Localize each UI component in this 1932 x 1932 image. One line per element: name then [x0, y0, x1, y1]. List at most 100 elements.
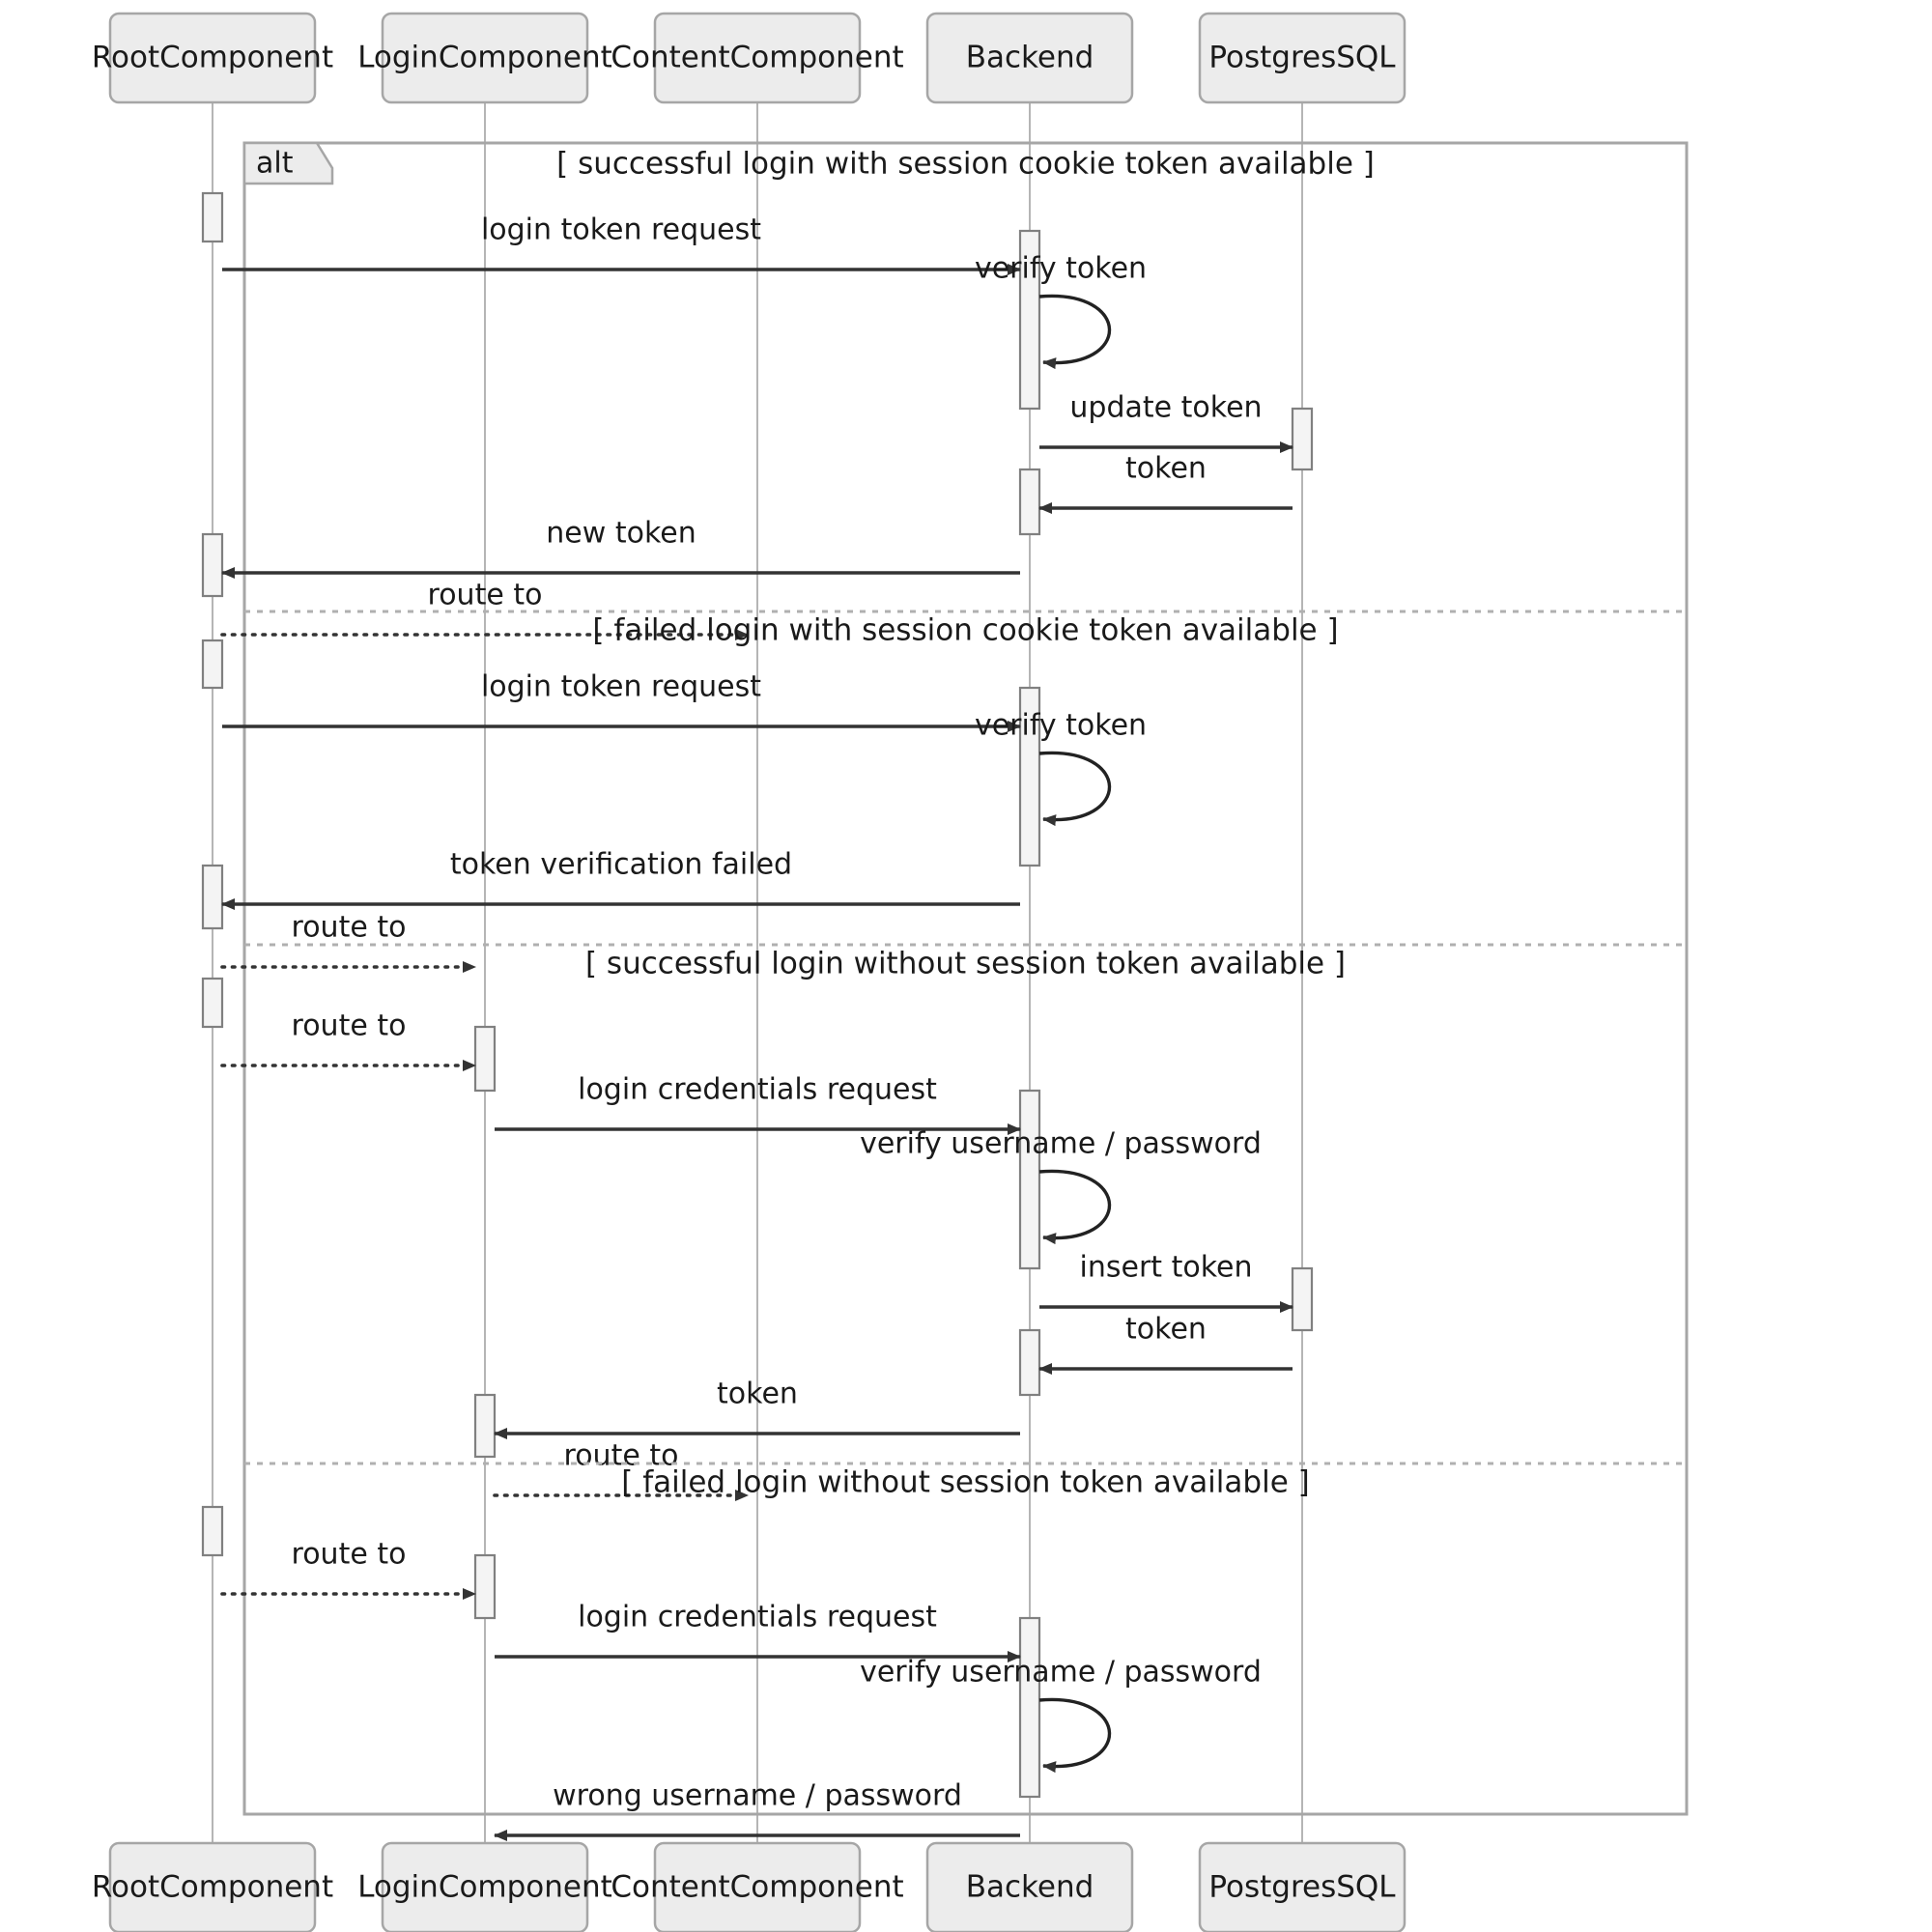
activation-bar-postgres [1291, 1266, 1314, 1332]
participant-name-label: ContentComponent [611, 41, 903, 75]
participant-name-label: LoginComponent [357, 1870, 612, 1905]
participant-box[interactable] [381, 1841, 589, 1932]
message-label: route to [564, 1439, 679, 1473]
message-m5: new token [221, 517, 1020, 579]
message-label: update token [1069, 391, 1262, 425]
participant-box[interactable] [381, 12, 589, 104]
participant-name-label: PostgresSQL [1208, 1870, 1396, 1905]
participant-name-label: RootComponent [92, 41, 333, 75]
message-label: insert token [1080, 1251, 1253, 1285]
participant-footers: RootComponent LoginComponentContentCompon… [92, 1841, 1406, 1932]
message-m20: verify username / password [860, 1656, 1262, 1774]
participant-box[interactable] [1198, 12, 1406, 104]
message-m13: verify username / password [860, 1127, 1262, 1245]
activation-bar-root [201, 977, 224, 1029]
message-label: route to [292, 911, 407, 945]
activation-bar-root [201, 532, 224, 598]
message-label: route to [292, 1009, 407, 1043]
message-m21: wrong username / password [494, 1779, 1020, 1841]
participant-header-root[interactable]: RootComponent [92, 12, 333, 104]
participant-box[interactable] [108, 1841, 317, 1932]
participant-footer-root[interactable]: RootComponent [92, 1841, 333, 1932]
participant-name-label: Backend [966, 1870, 1094, 1905]
message-label: login token request [481, 213, 761, 247]
participant-name-label: ContentComponent [611, 1870, 903, 1905]
message-m14: insert token [1039, 1251, 1293, 1313]
alt-fragment-tab [242, 141, 334, 185]
participant-footer-login[interactable]: LoginComponent [357, 1841, 612, 1932]
message-label: verify token [975, 709, 1147, 743]
participant-box[interactable] [1198, 1841, 1406, 1932]
message-m17: route to [493, 1439, 750, 1501]
activation-bar-root [201, 864, 224, 930]
alt-fragment-operator-label: alt [256, 147, 294, 181]
participant-footer-backend[interactable]: Backend [925, 1841, 1134, 1932]
activation-bar-backend [1018, 468, 1041, 536]
activation-bar-root [201, 1505, 224, 1557]
participant-headers: RootComponent LoginComponentContentCompon… [92, 12, 1406, 104]
message-m11: route to [220, 1009, 477, 1071]
participant-header-content[interactable]: ContentComponent [611, 12, 904, 104]
message-label: login credentials request [578, 1601, 937, 1634]
message-m10: route to [220, 911, 477, 973]
participant-box[interactable] [925, 1841, 1134, 1932]
activation-bar-postgres [1291, 407, 1314, 471]
activation-bar-backend [1018, 1089, 1041, 1270]
activation-bar-backend [1018, 229, 1041, 411]
participant-name-label: PostgresSQL [1208, 41, 1396, 75]
message-m6: route to [220, 579, 750, 640]
message-m15: token [1038, 1313, 1293, 1375]
message-label: login token request [481, 670, 761, 704]
participant-footer-postgres[interactable]: PostgresSQL [1198, 1841, 1406, 1932]
message-m4: token [1038, 452, 1293, 514]
fragment-conditions: [ successful login with session cookie t… [556, 147, 1375, 1500]
message-m2: verify token [975, 252, 1147, 370]
participant-box[interactable] [653, 12, 862, 104]
participant-name-label: Backend [966, 41, 1094, 75]
message-m19: login credentials request [495, 1601, 1021, 1662]
message-m9: token verification failed [221, 848, 1020, 910]
message-m8: verify token [975, 709, 1147, 827]
message-label: token [1125, 1313, 1207, 1347]
activation-bar-login [473, 1393, 497, 1459]
message-label: route to [292, 1538, 407, 1572]
message-label: login credentials request [578, 1073, 937, 1107]
message-m3: update token [1039, 391, 1293, 453]
fragment-condition-label: [ successful login without session token… [585, 947, 1346, 981]
message-m16: token [494, 1378, 1020, 1439]
participant-box[interactable] [108, 12, 317, 104]
alt-fragment-box [242, 141, 1689, 1816]
activation-bar-backend [1018, 1328, 1041, 1397]
message-label: token verification failed [450, 848, 792, 882]
activation-bar-login [473, 1025, 497, 1093]
message-label: route to [428, 579, 543, 612]
fragment-condition-label: [ successful login with session cookie t… [556, 147, 1375, 182]
activation-bar-backend [1018, 1616, 1041, 1799]
self-message-arc [1038, 1169, 1112, 1245]
participant-header-backend[interactable]: Backend [925, 12, 1134, 104]
participant-header-postgres[interactable]: PostgresSQL [1198, 12, 1406, 104]
message-label: token [717, 1378, 798, 1411]
activation-bar-root [201, 191, 224, 243]
participant-header-login[interactable]: LoginComponent [357, 12, 612, 104]
participant-name-label: LoginComponent [357, 41, 612, 75]
message-label: new token [546, 517, 696, 551]
message-m1: login token request [222, 213, 1021, 275]
alt-fragment-frame: alt [242, 141, 1689, 1816]
activation-bar-root [201, 639, 224, 690]
message-m7: login token request [222, 670, 1021, 732]
participant-box[interactable] [653, 1841, 862, 1932]
messages-layer: login token request verify token update to… [220, 213, 1293, 1841]
message-label: verify username / password [860, 1656, 1262, 1690]
activations-layer [201, 191, 1314, 1799]
participant-box[interactable] [925, 12, 1134, 104]
activation-bar-login [473, 1553, 497, 1620]
message-m12: login credentials request [495, 1073, 1021, 1135]
message-label: token [1125, 452, 1207, 486]
participant-footer-content[interactable]: ContentComponent [611, 1841, 904, 1932]
message-label: verify username / password [860, 1127, 1262, 1161]
fragment-condition-label: [ failed login without session token ava… [621, 1465, 1309, 1500]
message-m18: route to [220, 1538, 477, 1600]
message-label: wrong username / password [553, 1779, 962, 1813]
